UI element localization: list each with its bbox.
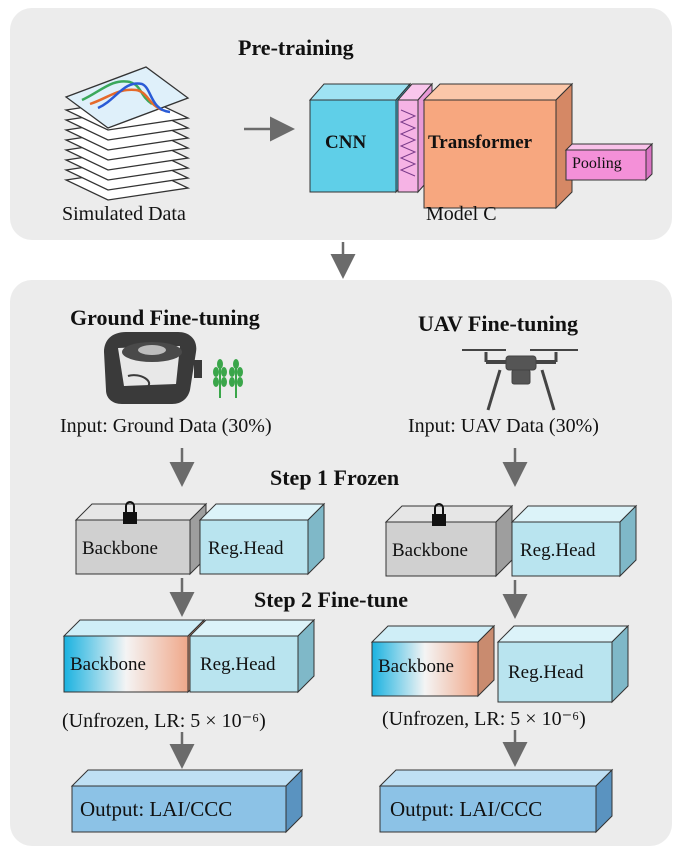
ground-output-block [70, 768, 304, 834]
uav-input-label: Input: UAV Data (30%) [408, 415, 599, 437]
uav-finetuning-title: UAV Fine-tuning [418, 311, 578, 336]
ground-input-label: Input: Ground Data (30%) [60, 415, 272, 437]
ground-backbone-label: Backbone [82, 538, 158, 559]
transformer-label: Transformer [428, 132, 533, 153]
pretraining-title: Pre-training [238, 35, 354, 60]
ground-head-block-step2 [188, 618, 316, 694]
model-c-label: Model C [426, 203, 497, 225]
ground-unfrozen-label: (Unfrozen, LR: 5 × 10⁻⁶) [62, 710, 266, 732]
pooling-block [564, 142, 654, 182]
uav-backbone-label: Backbone [392, 540, 468, 561]
step2-label: Step 2 Fine-tune [254, 587, 408, 612]
uav-output-block [378, 768, 614, 834]
crop-icon [213, 359, 243, 398]
simulated-data-label: Simulated Data [62, 203, 186, 225]
cnn-label: CNN [325, 132, 367, 153]
ground-sensor-icon [104, 332, 202, 404]
uav-backbone2-label: Backbone [378, 656, 454, 677]
simulated-data-stack-icon [63, 66, 191, 201]
uav-output-label: Output: LAI/CCC [390, 797, 543, 821]
step1-label: Step 1 Frozen [270, 465, 400, 490]
uav-head-block-step1 [510, 504, 638, 578]
ground-output-label: Output: LAI/CCC [80, 797, 233, 821]
uav-drone-icon [462, 349, 578, 411]
ground-frozen-backbone-block [74, 501, 208, 576]
uav-head2-label: Reg.Head [508, 662, 584, 683]
uav-unfrozen-label: (Unfrozen, LR: 5 × 10⁻⁶) [382, 708, 586, 730]
uav-frozen-backbone-block [384, 503, 514, 578]
ground-head-block-step1 [198, 502, 326, 576]
ground-finetuning-title: Ground Fine-tuning [70, 305, 260, 330]
pooling-label: Pooling [572, 155, 622, 172]
transformer-block [422, 82, 574, 210]
ground-head2-label: Reg.Head [200, 654, 276, 675]
ground-head-label: Reg.Head [208, 538, 284, 559]
uav-head-block-step2 [496, 624, 630, 704]
uav-unfrozen-backbone-block [370, 624, 496, 698]
uav-head-label: Reg.Head [520, 540, 596, 561]
ground-backbone2-label: Backbone [70, 654, 146, 675]
